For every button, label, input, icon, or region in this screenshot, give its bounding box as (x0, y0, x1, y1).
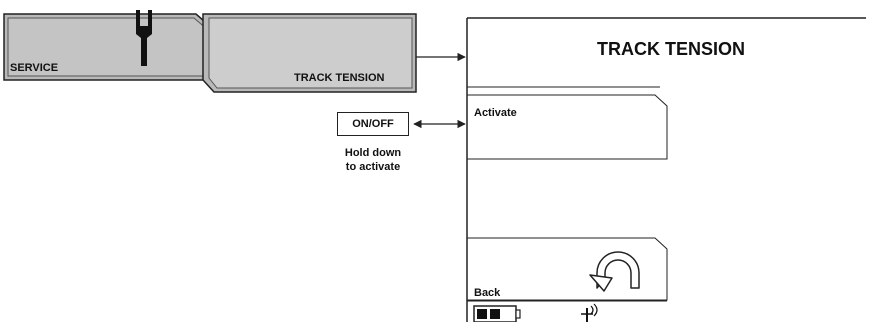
hold-caption: Hold down to activate (322, 146, 424, 174)
service-tab-label: SERVICE (10, 62, 59, 74)
track-tension-tab-label: TRACK TENSION (294, 72, 385, 84)
activate-softkey-label: Activate (474, 107, 517, 119)
back-softkey-frame (467, 237, 668, 301)
activate-softkey[interactable] (468, 95, 667, 159)
battery-icon (473, 305, 521, 322)
back-softkey-label: Back (474, 287, 501, 299)
antenna-icon (581, 303, 598, 322)
onoff-button[interactable]: ON/OFF (337, 112, 409, 136)
wrench-icon (136, 10, 152, 66)
display-screen (466, 17, 866, 322)
onoff-button-label: ON/OFF (352, 118, 394, 130)
hold-caption-line2: to activate (345, 161, 401, 173)
hold-caption-line1: Hold down (344, 147, 402, 159)
activate-softkey-frame (467, 94, 668, 160)
screen-title: TRACK TENSION (597, 39, 745, 59)
service-tab[interactable] (3, 13, 213, 81)
track-tension-tab[interactable] (202, 13, 417, 93)
undo-arrow-icon (589, 251, 640, 292)
